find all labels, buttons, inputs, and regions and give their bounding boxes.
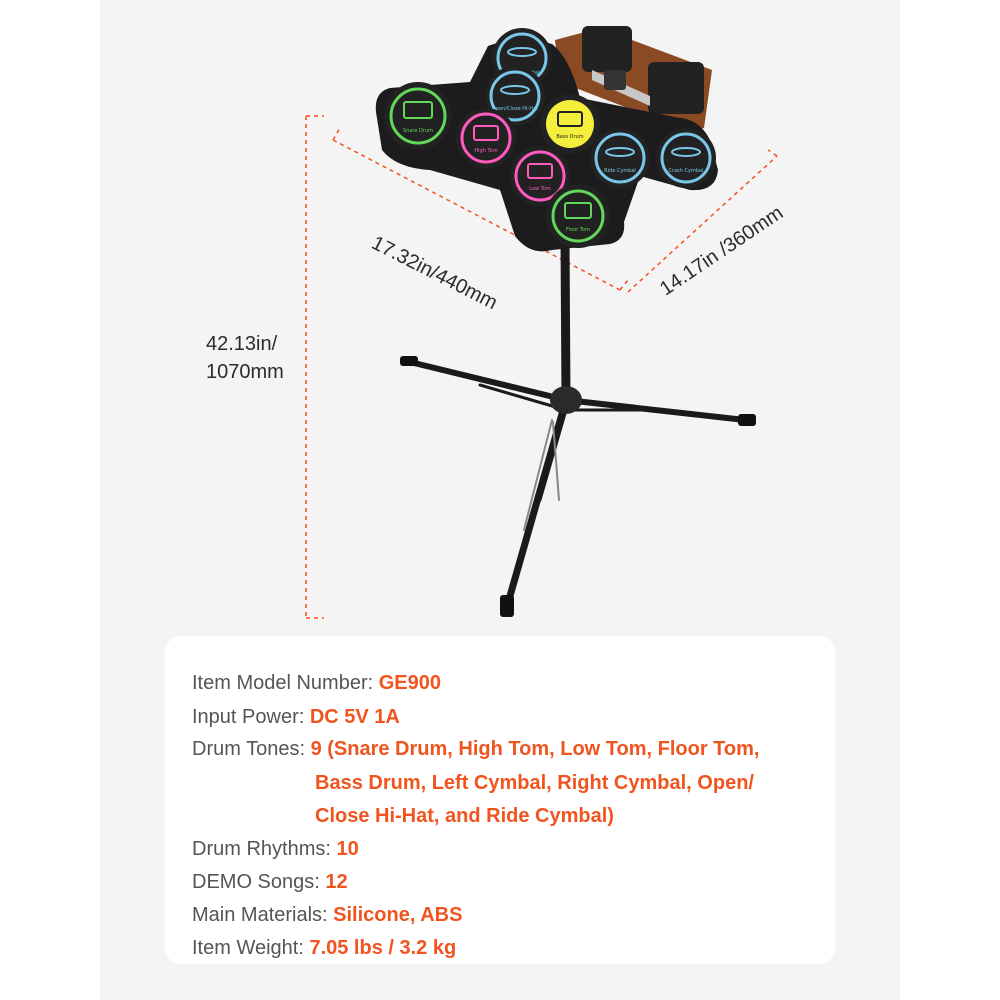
spec-rhythms: Drum Rhythms: 10 xyxy=(192,832,359,866)
pad-high-tom[interactable]: High Tom xyxy=(456,108,516,168)
spec-tones: Drum Tones: 9 (Snare Drum, High Tom, Low… xyxy=(192,732,759,766)
spec-materials: Main Materials: Silicone, ABS xyxy=(192,898,462,932)
pad-snare-drum[interactable]: Snare Drum xyxy=(384,82,452,150)
drum-kit-illustration: Crash Cymbal Open/Close Hi-Hat Snare Dru… xyxy=(305,26,778,619)
spec-tones-value-1: 9 (Snare Drum, High Tom, Low Tom, Floor … xyxy=(310,738,760,760)
spec-power-label: Input Power: xyxy=(192,706,310,728)
spec-tones-value-3: Close Hi-Hat, and Ride Cymbal) xyxy=(315,805,614,827)
spec-demo-value: 12 xyxy=(325,871,348,893)
width-dimension-line xyxy=(332,127,629,291)
pedal-unit xyxy=(555,26,712,132)
height-dimension-line xyxy=(305,115,324,619)
stand-foot xyxy=(400,356,418,366)
pad-hihat[interactable]: Open/Close Hi-Hat xyxy=(485,66,545,126)
spec-weight: Item Weight: 7.05 lbs / 3.2 kg xyxy=(192,931,456,965)
pad-ride-cymbal[interactable]: Ride Cymbal xyxy=(590,128,650,188)
spec-power-value: DC 5V 1A xyxy=(309,706,400,728)
svg-text:Bass Drum: Bass Drum xyxy=(556,134,583,140)
height-dimension-label: 42.13in/ 1070mm xyxy=(206,330,284,386)
spec-demo-label: DEMO Songs: xyxy=(192,871,326,893)
spec-weight-label: Item Weight: xyxy=(192,937,310,959)
spec-demo: DEMO Songs: 12 xyxy=(192,865,348,899)
pad-crash-cymbal-right[interactable]: Crash Cymbal xyxy=(656,128,716,188)
spec-weight-value: 7.05 lbs / 3.2 kg xyxy=(309,937,457,959)
spec-model: Item Model Number: GE900 xyxy=(192,666,441,700)
pad-floor-tom[interactable]: Floor Tom xyxy=(546,184,610,248)
height-line-2: 1070mm xyxy=(206,361,284,383)
pad-board xyxy=(375,39,718,252)
pad-low-tom[interactable]: Low Tom xyxy=(510,146,570,206)
pad-bass-drum[interactable]: Bass Drum xyxy=(540,94,600,154)
svg-text:Open/Close Hi-Hat: Open/Close Hi-Hat xyxy=(492,106,538,112)
svg-text:Floor Tom: Floor Tom xyxy=(566,227,590,233)
spec-tones-value-2: Bass Drum, Left Cymbal, Right Cymbal, Op… xyxy=(315,772,754,794)
spec-tones-label: Drum Tones: xyxy=(192,738,311,760)
spec-power: Input Power: DC 5V 1A xyxy=(192,700,400,734)
spec-model-value: GE900 xyxy=(378,672,441,694)
stand-hub xyxy=(550,386,582,414)
spec-materials-label: Main Materials: xyxy=(192,904,334,926)
stand-foot xyxy=(738,414,756,426)
svg-text:Crash Cymbal: Crash Cymbal xyxy=(669,168,704,174)
svg-text:Low Tom: Low Tom xyxy=(529,186,551,192)
depth-dimension-line xyxy=(627,149,778,293)
spec-materials-value: Silicone, ABS xyxy=(333,904,463,926)
stand-foot xyxy=(500,595,514,617)
svg-text:Ride Cymbal: Ride Cymbal xyxy=(604,168,636,174)
height-line-1: 42.13in/ xyxy=(206,333,278,355)
svg-text:High Tom: High Tom xyxy=(474,148,497,154)
spec-rhythms-label: Drum Rhythms: xyxy=(192,838,337,860)
spec-model-label: Item Model Number: xyxy=(192,672,379,694)
svg-text:Snare Drum: Snare Drum xyxy=(403,128,433,134)
spec-rhythms-value: 10 xyxy=(336,838,359,860)
specifications-card: Item Model Number: GE900 Input Power: DC… xyxy=(165,636,835,964)
